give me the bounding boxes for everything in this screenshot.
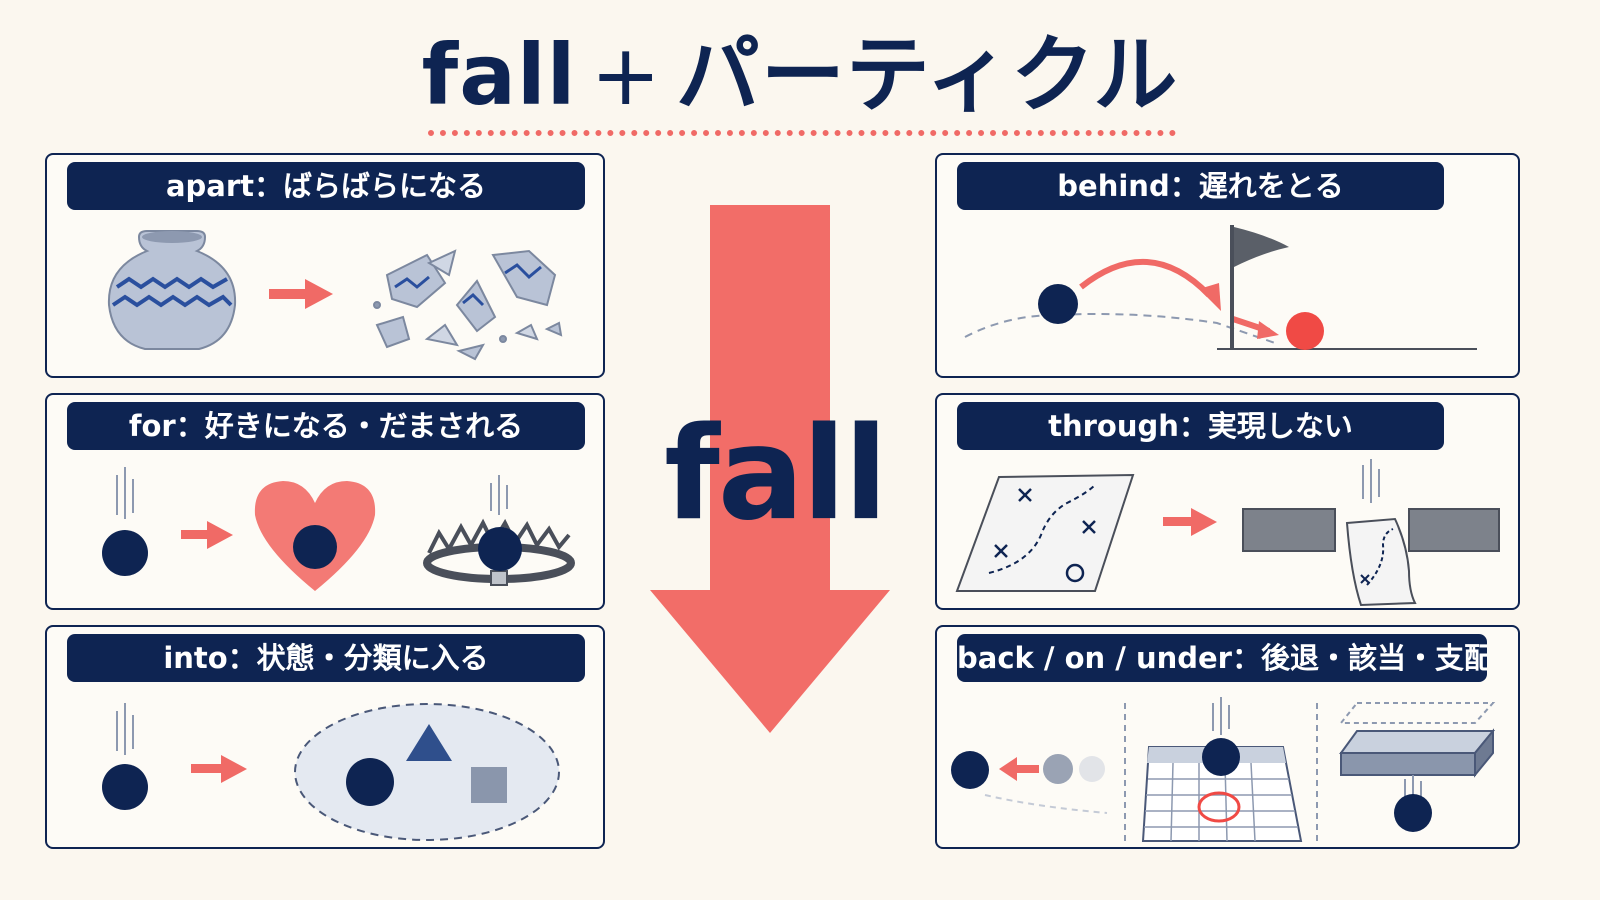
- card-label-apart: apart：ばらばらになる: [67, 162, 585, 210]
- right-arrow-icon: [1163, 508, 1217, 536]
- category-oval: [294, 703, 560, 841]
- ball-icon: [102, 764, 148, 810]
- title-verb: fall: [421, 26, 577, 124]
- back-section: [951, 751, 1108, 814]
- navy-ball-icon: [951, 751, 989, 789]
- navy-ball-on-calendar-icon: [1202, 738, 1240, 776]
- falling-lines-icon: [1362, 459, 1380, 503]
- slab-icon: [1338, 702, 1496, 778]
- down-arrow-icon: [650, 205, 890, 733]
- card-for: for：好きになる・だまされる: [45, 393, 605, 610]
- navy-ball-icon: [1038, 284, 1078, 324]
- falling-plan-icon: [1345, 517, 1417, 607]
- card-label-behind: behind：遅れをとる: [957, 162, 1444, 210]
- curved-arrow-icon: [1079, 258, 1212, 298]
- flag-icon: [1230, 225, 1289, 349]
- falling-lines-icon: [490, 475, 508, 515]
- title-plus: +: [590, 26, 662, 124]
- ball-in-heart-icon: [293, 525, 337, 569]
- card-into: into：状態・分類に入る: [45, 625, 605, 849]
- right-arrow-icon: [269, 279, 333, 309]
- triangle-shape-icon: [406, 724, 452, 761]
- into-illustration: [102, 703, 560, 841]
- behind-illustration: [964, 225, 1477, 350]
- right-arrow-icon: [191, 755, 247, 783]
- right-arrow-icon: [181, 521, 233, 549]
- card-behind: behind：遅れをとる: [935, 153, 1520, 378]
- center-word: fall: [664, 400, 888, 549]
- falling-lines-icon: [1212, 697, 1230, 735]
- title-particle: パーティクル: [675, 26, 1179, 124]
- navy-ball-under-slab-icon: [1394, 794, 1432, 832]
- vase-icon: [107, 230, 237, 350]
- card-label-through: through：実現しない: [957, 402, 1444, 450]
- card-label-back-on-under: back / on / under：後退・該当・支配下: [957, 634, 1487, 682]
- for-illustration: [102, 467, 575, 591]
- page-title: fall+パーティクル: [0, 20, 1600, 130]
- falling-lines-icon: [116, 703, 134, 755]
- back-on-under-illustration: [951, 697, 1496, 842]
- plan-map-icon: [955, 473, 1135, 592]
- gap-icon: [1242, 508, 1500, 552]
- apart-illustration: [107, 230, 563, 361]
- coral-ball-icon: [1286, 312, 1324, 350]
- ball-icon: [102, 530, 148, 576]
- circle-shape-icon: [346, 758, 394, 806]
- card-through: through：実現しない: [935, 393, 1520, 610]
- card-label-into: into：状態・分類に入る: [67, 634, 585, 682]
- card-back-on-under: back / on / under：後退・該当・支配下: [935, 625, 1520, 849]
- square-shape-icon: [471, 767, 507, 803]
- through-illustration: [955, 459, 1500, 607]
- card-apart: apart：ばらばらになる: [45, 153, 605, 378]
- ball-in-trap-icon: [478, 527, 522, 571]
- broken-shards-icon: [373, 249, 563, 361]
- falling-lines-icon: [116, 467, 134, 519]
- title-dotted-underline: [428, 130, 1176, 136]
- card-label-for: for：好きになる・だまされる: [67, 402, 585, 450]
